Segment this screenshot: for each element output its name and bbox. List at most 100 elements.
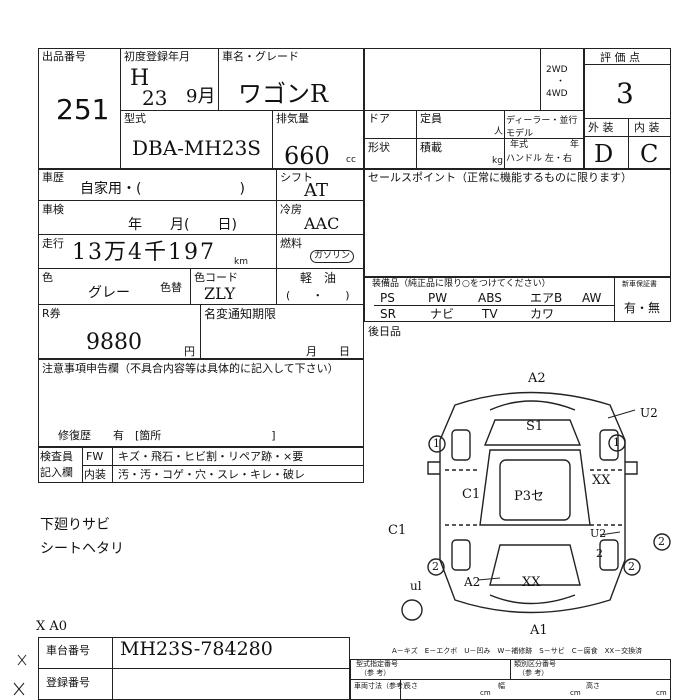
equip-tv: TV bbox=[482, 307, 498, 321]
equip-sr: SR bbox=[380, 307, 396, 321]
diagram-mark-right-side: 2 bbox=[658, 535, 665, 548]
color-label: 色 bbox=[42, 271, 53, 284]
inspection-value: 年 月( 日) bbox=[128, 217, 237, 233]
color-value: グレー bbox=[88, 285, 130, 301]
first-reg-label: 初度登録年月 bbox=[124, 50, 190, 63]
interior-label: 内 装 bbox=[634, 121, 660, 134]
length-unit: cm bbox=[480, 689, 491, 697]
first-reg-year: 23 bbox=[142, 86, 168, 110]
color-code-label: 色コード bbox=[194, 271, 238, 284]
body-dims-label: 車両寸法（参考） bbox=[354, 682, 410, 690]
diagram-mark-ul: ul bbox=[410, 579, 422, 593]
lot-number: 251 bbox=[56, 93, 110, 126]
capacity-unit: 人 bbox=[494, 127, 504, 137]
registration-label: 登録番号 bbox=[46, 676, 90, 689]
recycle-label: R券 bbox=[42, 307, 61, 320]
diagram-mark-rear-left: A2 bbox=[464, 575, 481, 589]
warranty-value: 有・無 bbox=[624, 301, 661, 315]
dealer-label: ディーラー・並行 bbox=[506, 116, 578, 126]
history-label: 車歴 bbox=[42, 171, 64, 184]
equip-leather: カワ bbox=[530, 307, 555, 321]
length-label: 長さ bbox=[404, 682, 418, 690]
inspection-label: 車検 bbox=[42, 203, 64, 216]
model-year-label2: 年式 bbox=[510, 140, 529, 150]
mileage-unit: km bbox=[234, 257, 248, 267]
mileage-label: 走行 bbox=[42, 237, 64, 250]
chassis-value: MH23S-784280 bbox=[120, 638, 273, 660]
repair-history: 修復歴 有 [箇所 ] bbox=[58, 429, 276, 442]
model-label: 型式 bbox=[124, 112, 146, 125]
equip-pw: PW bbox=[428, 291, 448, 305]
year-unit: 年 bbox=[570, 140, 580, 150]
diagram-mark-rf-wheel: 1 bbox=[613, 436, 620, 449]
height-unit: cm bbox=[656, 689, 667, 697]
diagram-mark-rear-window: XX bbox=[522, 575, 541, 590]
notes-panel bbox=[38, 359, 364, 447]
ac-value: AAC bbox=[304, 214, 340, 233]
equip-navi: ナビ bbox=[430, 307, 455, 321]
exterior-value: D bbox=[594, 140, 614, 168]
first-reg-month: 9月 bbox=[186, 86, 216, 107]
fw-label: FW bbox=[86, 450, 104, 463]
rear-seat-label: 後日品 bbox=[368, 325, 401, 338]
model-year-label1: モデル bbox=[506, 129, 534, 139]
displacement-value: 660 bbox=[284, 142, 330, 170]
sales-point-panel bbox=[364, 169, 671, 277]
handwritten-note1: 下廻りサビ bbox=[40, 517, 110, 533]
interior-value: C bbox=[640, 140, 659, 168]
notes-title: 注意事項申告欄（不具合内容等は具体的に記入して下さい） bbox=[42, 362, 339, 375]
recycle-unit: 円 bbox=[184, 345, 195, 358]
exterior-label: 外 装 bbox=[588, 121, 614, 134]
shift-value: AT bbox=[304, 180, 329, 201]
check-line2: 汚・汚・コゲ・穴・スレ・キレ・破レ bbox=[118, 468, 305, 481]
diagram-mark-hood: S1 bbox=[526, 419, 544, 434]
warranty-label: 新車保証書 bbox=[622, 280, 657, 288]
chassis-label: 車台番号 bbox=[46, 644, 90, 657]
score-value: 3 bbox=[616, 77, 634, 110]
ac-label: 冷房 bbox=[280, 203, 302, 216]
drive-2wd: 2WD bbox=[546, 65, 568, 75]
equip-airbag: エアB bbox=[530, 291, 563, 305]
details-panel bbox=[38, 169, 364, 359]
width-label: 幅 bbox=[498, 682, 505, 690]
handwritten-mark: X A0 bbox=[36, 619, 68, 634]
fuel-diesel: 軽 油 bbox=[300, 271, 337, 285]
header-middle bbox=[364, 48, 584, 169]
sales-point-title: セールスポイント（正常に機能するものに限ります） bbox=[368, 171, 632, 184]
score-panel bbox=[584, 48, 671, 169]
diagram-mark-left-rear: C1 bbox=[388, 523, 407, 538]
diagram-mark-left-door: C1 bbox=[462, 487, 481, 502]
check-line1: キズ・飛石・ヒビ割・リペア跡・×要 bbox=[118, 450, 304, 463]
equip-ps: PS bbox=[380, 291, 395, 305]
width-unit: cm bbox=[570, 689, 581, 697]
lot-label: 出品番号 bbox=[42, 50, 86, 63]
displacement-label: 排気量 bbox=[276, 112, 309, 125]
load-label: 積載 bbox=[420, 141, 442, 154]
diagram-mark-rear-quarter: 2 bbox=[596, 547, 603, 560]
diagram-mark-roof: P3セ bbox=[514, 489, 545, 504]
class-number-ref: （参 考） bbox=[518, 669, 549, 677]
color-change-label: 色替 bbox=[160, 281, 182, 294]
handwritten-note2: シートヘタリ bbox=[40, 541, 124, 557]
diagram-mark-rear: A1 bbox=[530, 623, 548, 638]
interior-check-label: 内装 bbox=[84, 468, 106, 481]
diagram-mark-right-rear: U2 bbox=[590, 527, 607, 540]
name-change-label: 名変通知期限 bbox=[204, 307, 277, 321]
displacement-unit: cc bbox=[346, 155, 356, 165]
diagram-mark-lf-wheel: 1 bbox=[433, 437, 440, 450]
type-designation-ref: （参 考） bbox=[360, 669, 391, 677]
fuel-gas: ガソリン bbox=[310, 250, 355, 263]
fuel-label: 燃料 bbox=[280, 237, 302, 250]
shape-label: 形状 bbox=[368, 141, 390, 154]
equipment-title: 装備品（純正品に限り○をつけてください） bbox=[372, 279, 551, 289]
load-unit: kg bbox=[492, 156, 503, 166]
height-label: 高さ bbox=[586, 682, 600, 690]
drive-4wd: 4WD bbox=[546, 89, 568, 99]
diagram-mark-front: A2 bbox=[528, 371, 546, 386]
drive-dot: ・ bbox=[556, 77, 566, 87]
diagram-legend: A－キズ E－エクボ U－凹み W－補修跡 S－サビ C－腐食 XX－交換済 bbox=[392, 647, 643, 655]
diagram-mark-rr-wheel: 2 bbox=[628, 560, 635, 573]
inspector-label1: 検査員 bbox=[40, 450, 73, 463]
diagram-mark-lr-wheel: 2 bbox=[432, 560, 439, 573]
